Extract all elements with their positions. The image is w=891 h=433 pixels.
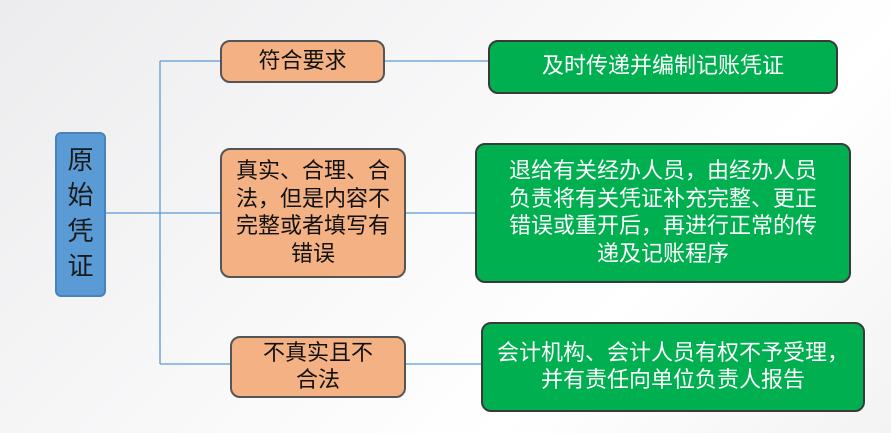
condition-3-text: 不真实且不合法 [262, 340, 373, 394]
action-box-1: 及时传递并编制记账凭证 [488, 40, 838, 94]
condition-box-1: 符合要求 [220, 40, 385, 83]
condition-1-text: 符合要求 [258, 48, 347, 74]
action-box-2: 退给有关经办人员，由经办人员负责将有关凭证补充完整、更正错误或重开后，再进行正常… [475, 143, 851, 283]
condition-box-2: 真实、合理、合法，但是内容不完整或者填写有错误 [220, 148, 406, 278]
condition-2-text: 真实、合理、合法，但是内容不完整或者填写有错误 [235, 159, 390, 267]
root-label: 原始凭证 [67, 146, 94, 282]
condition-box-3: 不真实且不合法 [230, 336, 406, 398]
action-3-text: 会计机构、会计人员有权不予受理，并有责任向单位负责人报告 [497, 340, 850, 394]
action-1-text: 及时传递并编制记账凭证 [541, 54, 784, 80]
root-node: 原始凭证 [55, 132, 106, 297]
action-2-text: 退给有关经办人员，由经办人员负责将有关凭证补充完整、更正错误或重开后，再进行正常… [508, 159, 817, 267]
action-box-3: 会计机构、会计人员有权不予受理，并有责任向单位负责人报告 [481, 322, 865, 412]
